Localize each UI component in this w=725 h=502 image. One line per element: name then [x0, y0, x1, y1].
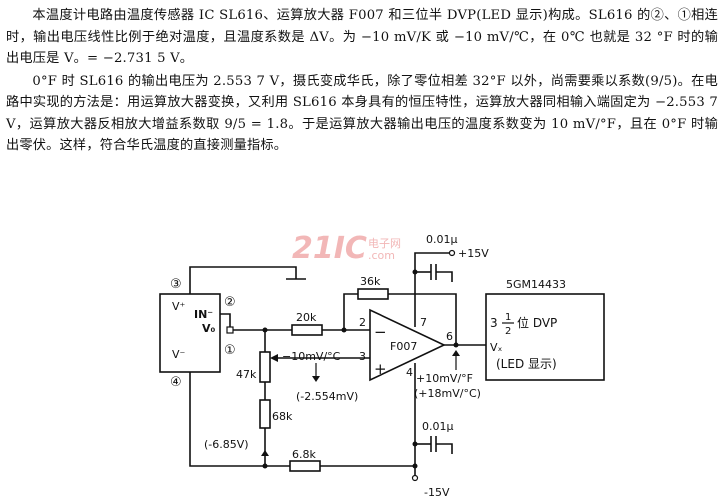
opamp-pin-3: 3 — [359, 350, 366, 363]
vminus-terminal — [411, 474, 419, 482]
resistor-36k — [357, 288, 389, 300]
resistor-6k8-label: 6.8k — [292, 448, 316, 461]
neg-arrow — [261, 450, 269, 456]
sensor-supply-wire — [189, 266, 297, 294]
resistor-6k8 — [289, 460, 321, 472]
watermark-cn: 电子网 — [368, 237, 401, 250]
cap-top-ground — [436, 271, 453, 282]
coef-out-f: +10mV/°F — [416, 372, 473, 385]
opamp-pin-6: 6 — [446, 330, 453, 343]
opamp-pin-2: 2 — [359, 316, 366, 329]
cap-top-label: 0.01μ — [426, 233, 458, 246]
description-text: 本温度计电路由温度传感器 IC SL616、运算放大器 F007 和三位半 DV… — [6, 4, 718, 157]
potentiometer-47k — [259, 351, 271, 383]
sensor-pin-2: ② — [224, 295, 236, 310]
coef-out-c: (+18mV/°C) — [414, 387, 481, 400]
watermark-url: .com — [368, 249, 395, 262]
display-part-number: 5GM14433 — [506, 278, 566, 291]
opamp-f007 — [369, 308, 446, 382]
sensor-vo-label: V₀ — [202, 322, 216, 335]
ref-voltage: (-2.554mV) — [296, 390, 358, 403]
neg-voltage: (-6.85V) — [204, 438, 249, 451]
sensor-pin-3: ③ — [170, 277, 182, 292]
resistor-36k-label: 36k — [360, 275, 381, 288]
display-frac-num: 1 — [505, 312, 511, 323]
opamp-name: F007 — [390, 340, 417, 353]
sensor-pin-1: ① — [224, 343, 236, 358]
sensor-vplus-label: V⁺ — [172, 300, 186, 313]
pot-top-junction — [262, 327, 268, 333]
ref-arrow — [312, 376, 320, 382]
display-prefix: 3 — [490, 316, 498, 330]
display-suffix: 位 DVP — [517, 315, 557, 330]
paragraph-2: 0°F 时 SL616 的输出电压为 2.553 7 V，摄氏变成华氏，除了零位… — [6, 73, 718, 154]
resistor-68k — [259, 399, 271, 429]
temp-coef-in: −10mV/°C — [282, 350, 341, 363]
sensor-in-label: IN⁻ — [194, 308, 213, 321]
paragraph-1: 本温度计电路由温度传感器 IC SL616、运算放大器 F007 和三位半 DV… — [6, 8, 718, 66]
display-led-label: (LED 显示) — [496, 357, 557, 371]
display-frac-den: 2 — [505, 326, 511, 337]
watermark-logo: 21IC — [292, 231, 367, 266]
sensor-output-node — [226, 326, 234, 334]
watermark: 21IC 电子网 .com — [292, 231, 401, 266]
sensor-pin-4: ④ — [170, 375, 182, 390]
cap-bottom-label: 0.01μ — [422, 420, 454, 433]
sensor-vminus-label: V⁻ — [172, 348, 186, 361]
opamp-pin-4: 4 — [406, 366, 413, 379]
feedback-wire-left — [343, 293, 358, 330]
opamp-minus-sign: − — [374, 323, 387, 341]
vminus-label: -15V — [424, 486, 450, 499]
bottom-rail-junction — [412, 463, 418, 469]
output-junction — [453, 342, 459, 348]
opamp-plus-sign: + — [374, 360, 387, 378]
resistor-68k-label: 68k — [272, 410, 293, 423]
resistor-20k-label: 20k — [296, 311, 317, 324]
resistor-20k — [291, 324, 323, 336]
display-input-label: Vₓ — [490, 341, 503, 354]
display-block — [485, 293, 605, 381]
vplus-terminal — [448, 249, 456, 257]
vplus-supply-wire — [414, 252, 452, 327]
output-arrow — [452, 350, 460, 356]
feedback-wire-right — [388, 293, 457, 345]
opamp-pin-7: 7 — [420, 316, 427, 329]
pot-wiper-arrow — [270, 354, 278, 362]
vplus-label: +15V — [458, 247, 489, 260]
sensor-pin-bridge — [220, 313, 231, 330]
cap-bottom-ground — [436, 443, 453, 454]
pot-label: 47k — [236, 368, 257, 381]
sensor-vminus-wire — [189, 372, 290, 467]
